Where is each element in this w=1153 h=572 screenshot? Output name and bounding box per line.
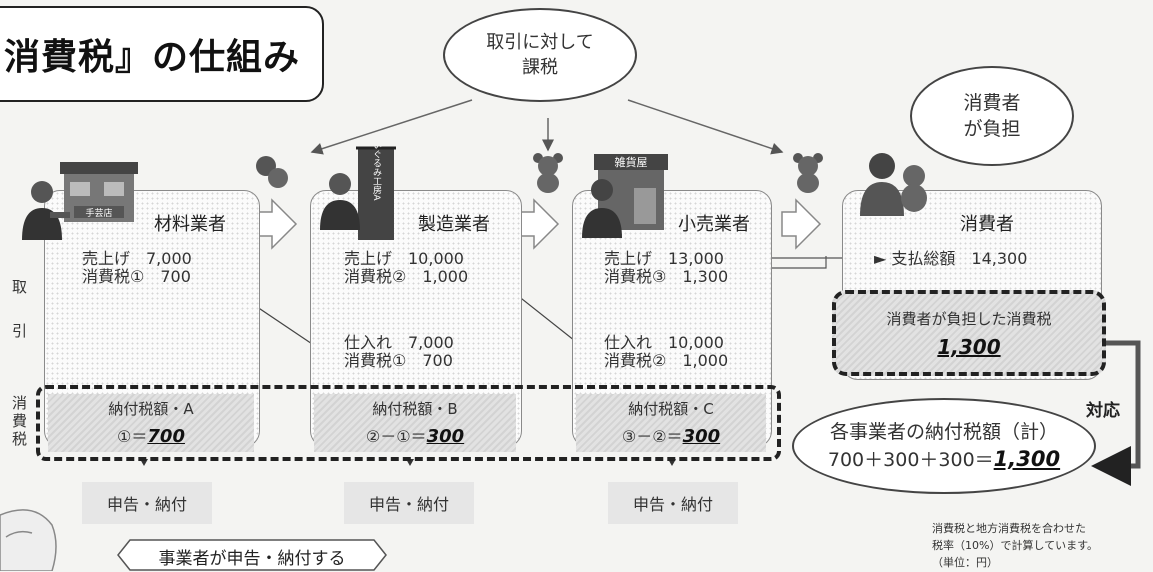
tax-row-outline bbox=[36, 385, 781, 461]
consumer-name: 消費者 bbox=[960, 214, 1014, 235]
footnote: 消費税と地方消費税を合わせた 税率（10%）で計算しています。 （単位：円） bbox=[932, 520, 1098, 571]
total-tax-formula: 700＋300＋300＝ bbox=[827, 448, 994, 471]
supplier-person-icon bbox=[22, 181, 70, 240]
consumer-burden-line2: が負担 bbox=[963, 118, 1021, 140]
tax-cell-c-label: 納付税額・C bbox=[628, 400, 714, 418]
row-label-trade-2: 引 bbox=[12, 322, 28, 340]
manufacturer-person-icon bbox=[320, 173, 360, 230]
taxation-bubble-line1: 取引に対して bbox=[486, 32, 594, 53]
consumer-burden-amount: 1,300 bbox=[937, 335, 1001, 359]
flow-arrow-1 bbox=[257, 198, 298, 250]
row-label-trade-1: 取 bbox=[12, 278, 28, 296]
total-tax-amount: 1,300 bbox=[993, 446, 1061, 471]
taxation-bubble: 取引に対して 課税 bbox=[443, 8, 637, 102]
tax-cell-c-amount: 300 bbox=[682, 426, 721, 447]
stage-2-purchase-tax: 消費税① 700 bbox=[344, 351, 453, 370]
arrow-to-manufacturer bbox=[310, 99, 473, 155]
tax-cell-b: 納付税額・B ②－①＝300 bbox=[314, 394, 516, 452]
footnote-line2: 税率（10%）で計算しています。 bbox=[932, 539, 1099, 552]
banner-text: ぬいぐるみ工房A bbox=[371, 146, 382, 201]
consumer-burden-box: 消費者が負担した消費税 1,300 bbox=[832, 290, 1106, 376]
row-label-tax-3: 税 bbox=[12, 430, 28, 448]
stage-3-purchase-tax: 消費税② 1,000 bbox=[604, 351, 729, 370]
filing-box-1: 申告・納付 bbox=[82, 482, 212, 524]
tax-cell-a-label: 納付税額・A bbox=[108, 400, 194, 418]
stage-1-name: 材料業者 bbox=[154, 214, 226, 235]
stage-1-sales: 売上げ 7,000 bbox=[82, 249, 192, 268]
tax-cell-b-label: 納付税額・B bbox=[372, 400, 458, 418]
shop-sign: 手芸店 bbox=[85, 207, 112, 219]
correspondence-label: 対応 bbox=[1086, 401, 1120, 421]
teddy-bear-icon bbox=[533, 153, 563, 193]
consumer-burden-bubble: 消費者 が負担 bbox=[910, 66, 1074, 166]
tax-to-consumer-line bbox=[768, 256, 827, 269]
filing-box-3: 申告・納付 bbox=[608, 482, 738, 524]
taxation-bubble-line2: 課税 bbox=[522, 57, 558, 78]
consumer-burden-line1: 消費者 bbox=[963, 92, 1021, 114]
teddy-bear-icon bbox=[793, 153, 823, 193]
store-sign: 雑貨屋 bbox=[615, 155, 648, 169]
person-face-icon bbox=[0, 509, 57, 571]
footnote-line3: （単位：円） bbox=[932, 556, 998, 569]
arrow-to-retailer bbox=[627, 99, 784, 155]
banner-icon: ぬいぐるみ工房A bbox=[356, 146, 396, 240]
stage-2-purchase: 仕入れ 7,000 bbox=[344, 333, 454, 352]
page-title: 消費税』の仕組み bbox=[3, 37, 300, 78]
tax-cell-a: 納付税額・A ①＝700 bbox=[48, 394, 254, 452]
tax-cell-c: 納付税額・C ③－②＝300 bbox=[576, 394, 766, 452]
consumer-person-icon bbox=[860, 153, 927, 216]
stage-3-name: 小売業者 bbox=[678, 214, 750, 235]
material-shop-icon: 手芸店 bbox=[60, 162, 138, 222]
row-label-tax-1: 消 bbox=[12, 394, 28, 412]
speech-banner-shape bbox=[117, 539, 387, 571]
tax-cell-a-amount: 700 bbox=[147, 426, 185, 447]
stage-2-sales-tax: 消費税② 1,000 bbox=[344, 267, 469, 286]
tax-cell-a-formula: ①＝ bbox=[117, 427, 148, 446]
consumer-payment: ► 支払総額 14,300 bbox=[874, 249, 1028, 268]
speech-banner-text: 事業者が申告・納付する bbox=[158, 549, 346, 569]
total-tax-label: 各事業者の納付税額（計） bbox=[829, 420, 1058, 443]
stage-2-sales: 売上げ 10,000 bbox=[344, 249, 464, 268]
stage-3-sales-tax: 消費税③ 1,300 bbox=[604, 267, 729, 286]
flow-arrow-2 bbox=[519, 198, 560, 250]
tax-cell-b-amount: 300 bbox=[426, 426, 465, 447]
filing-box-2: 申告・納付 bbox=[344, 482, 474, 524]
total-tax-bubble: 各事業者の納付税額（計） 700＋300＋300＝1,300 bbox=[792, 398, 1096, 494]
consumer-burden-label: 消費者が負担した消費税 bbox=[886, 310, 1052, 328]
row-label-tax-2: 費 bbox=[12, 412, 28, 430]
flow-arrow-3 bbox=[781, 198, 822, 250]
stage-3-sales: 売上げ 13,000 bbox=[604, 249, 724, 268]
stage-2-name: 製造業者 bbox=[418, 214, 490, 235]
tax-cell-c-formula: ③－②＝ bbox=[621, 427, 683, 446]
stage-1-sales-tax: 消費税① 700 bbox=[82, 267, 191, 286]
stage-3-purchase: 仕入れ 10,000 bbox=[604, 333, 724, 352]
footnote-line1: 消費税と地方消費税を合わせた bbox=[932, 522, 1086, 535]
yarn-balls-icon bbox=[256, 156, 288, 188]
retailer-person-icon bbox=[582, 179, 622, 238]
title-box: 消費税』の仕組み bbox=[0, 6, 324, 102]
tax-cell-b-formula: ②－①＝ bbox=[365, 427, 427, 446]
